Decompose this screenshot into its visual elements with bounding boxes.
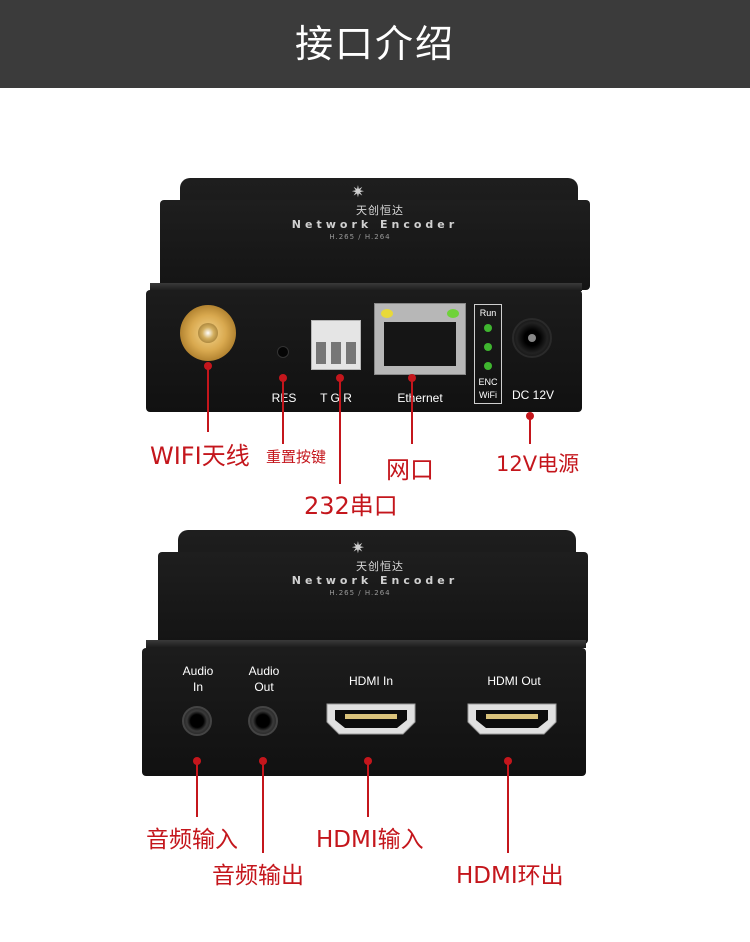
reset-line (282, 378, 284, 444)
hdmi-out-label: HDMI Out (487, 674, 541, 688)
callout-network: 网口 (386, 456, 434, 484)
device2-edge (146, 640, 586, 648)
audio-jack-icon (182, 706, 212, 736)
status-led-panel (474, 304, 502, 404)
rj45-led-green (447, 309, 459, 318)
network-line (411, 378, 413, 444)
audio-jack-icon-out (248, 706, 278, 736)
audio-out-label-2: Out (254, 680, 274, 694)
callout-audio-out: 音频输出 (212, 863, 304, 889)
tgr-label: T G R (320, 391, 352, 405)
terminal-slot-g (331, 342, 341, 364)
device-edge (150, 283, 582, 291)
res-label: RES (271, 391, 297, 405)
brand-name-2: 天创恒达 (356, 560, 404, 573)
codec-text-2: H.265 / H.264 (329, 589, 391, 597)
callout-hdmi-in: HDMI输入 (316, 827, 424, 853)
model-name-2: Network Encoder (291, 574, 459, 587)
audio-out-line (262, 761, 264, 853)
rj45-led-yellow (381, 309, 393, 318)
callout-power: 12V电源 (496, 452, 580, 476)
serial-line (339, 378, 341, 484)
model-name: Network Encoder (291, 218, 459, 231)
brand-name: 天创恒达 (356, 204, 404, 217)
callout-hdmi-out: HDMI环出 (456, 863, 564, 889)
dc-jack-pin (528, 334, 536, 342)
hdmi-port-icon (326, 703, 416, 735)
audio-in-label-2: In (192, 680, 203, 694)
ethernet-label: Ethernet (397, 391, 443, 405)
enc-label: ENC (478, 377, 498, 387)
page-title: 接口介绍 (294, 22, 455, 66)
hdmi-in-line (367, 761, 369, 817)
hdmi-port-icon-out (467, 703, 557, 735)
callout-reset: 重置按键 (266, 448, 327, 466)
reset-pinhole (277, 346, 289, 358)
power-line (529, 416, 531, 444)
codec-text: H.265 / H.264 (329, 233, 391, 241)
led-wifi (484, 362, 492, 370)
header-bar: 接口介绍 (0, 0, 750, 88)
wifi-line (207, 366, 209, 432)
led-enc (484, 343, 492, 351)
brand-star-icon: ✷ (351, 182, 365, 201)
run-label: Run (479, 308, 497, 318)
terminal-slot-t (316, 342, 326, 364)
callout-wifi: WIFI天线 (150, 442, 250, 470)
audio-in-line (196, 761, 198, 817)
terminal-slot-r (346, 342, 356, 364)
device2-top-surface-lower (158, 552, 588, 644)
dc-label: DC 12V (511, 388, 555, 402)
antenna-center (198, 323, 218, 343)
brand-star-icon-2: ✷ (351, 538, 365, 557)
rj45-opening (384, 322, 456, 366)
device-top-surface-lower (160, 200, 590, 290)
led-run (484, 324, 492, 332)
hdmi-out-line (507, 761, 509, 853)
audio-out-label-1: Audio (248, 664, 280, 678)
wifi-label: WiFi (479, 390, 497, 400)
callout-serial: 232串口 (304, 492, 398, 520)
audio-in-label-1: Audio (182, 664, 214, 678)
hdmi-in-label: HDMI In (348, 674, 393, 688)
callout-audio-in: 音频输入 (146, 827, 238, 853)
